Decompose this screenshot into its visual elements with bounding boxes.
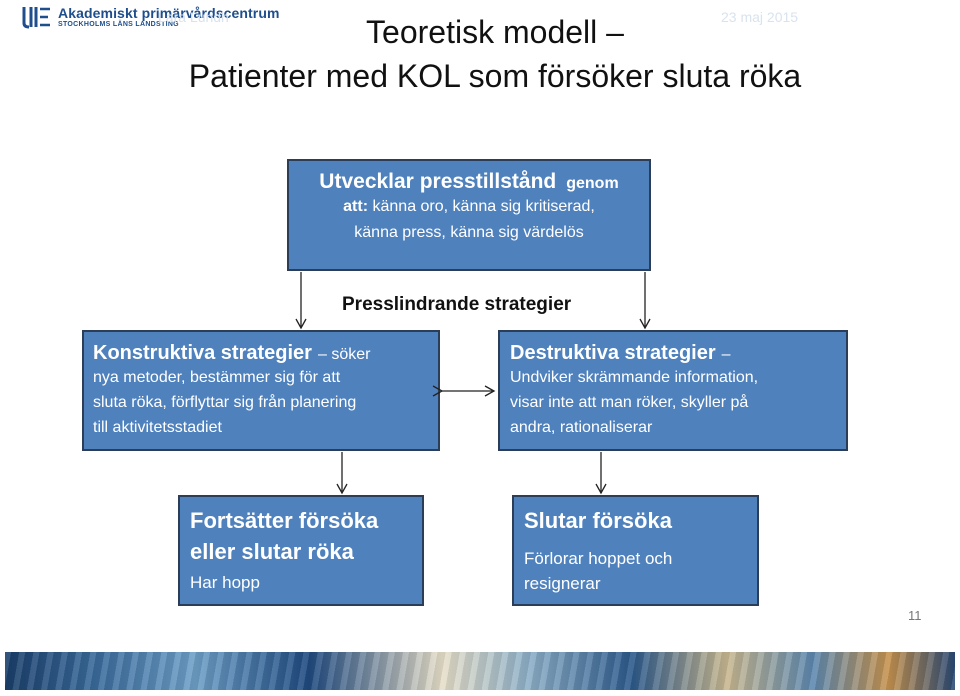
keeps-trying-box: Fortsätter försöka eller slutar röka Har… — [178, 495, 424, 606]
constructive-strategies-heading: Konstruktiva strategier — [93, 342, 312, 364]
stops-trying-box: Slutar försöka Förlorar hoppet och resig… — [512, 495, 759, 606]
constructive-strategies-line: till aktivitetsstadiet — [93, 415, 438, 440]
constructive-strategies-box: Konstruktiva strategier – söker nya metod… — [82, 330, 440, 451]
keeps-trying-sub: Har hopp — [190, 570, 422, 595]
page-number: 11 — [908, 608, 922, 623]
footer-author: Lara Lundh — [158, 9, 229, 25]
title-line-2: Patienter med KOL som försöker sluta rök… — [0, 58, 960, 95]
constructive-strategies-line: sluta röka, förflyttar sig från planerin… — [93, 390, 438, 415]
constructive-strategies-line: nya metoder, bestämmer sig för att — [93, 365, 438, 390]
stops-trying-sub-1: Förlorar hoppet och — [524, 546, 757, 571]
pressure-state-heading: Utvecklar presstillstånd — [319, 170, 556, 193]
destructive-strategies-heading: Destruktiva strategier — [510, 342, 716, 364]
stops-trying-heading: Slutar försöka — [524, 505, 757, 536]
pressure-state-line-1-bold: att: — [343, 198, 368, 215]
destructive-strategies-line: Undviker skrämmande information, — [510, 365, 846, 390]
keeps-trying-heading-1: Fortsätter försöka — [190, 505, 422, 536]
footer-banner — [5, 652, 955, 690]
pressure-state-box: Utvecklar presstillstånd genom att: känna… — [287, 159, 651, 271]
pressure-state-line-1: känna oro, känna sig kritiserad, — [368, 198, 595, 215]
stops-trying-sub-2: resignerar — [524, 571, 757, 596]
destructive-strategies-line: visar inte att man röker, skyller på — [510, 390, 846, 415]
pressure-state-heading-suffix: genom — [566, 175, 618, 192]
destructive-strategies-line: andra, rationaliserar — [510, 415, 846, 440]
constructive-strategies-heading-suffix: – söker — [318, 346, 370, 363]
pressure-relief-strategies-label: Presslindrande strategier — [342, 294, 571, 316]
title-line-1: Teoretisk modell – — [0, 14, 960, 51]
destructive-strategies-box: Destruktiva strategier– Undviker skrämma… — [498, 330, 848, 451]
footer-date: 23 maj 2015 — [721, 9, 798, 25]
destructive-strategies-heading-suffix: – — [722, 346, 731, 363]
pressure-state-line-2: känna press, känna sig värdelös — [289, 220, 649, 246]
keeps-trying-heading-2: eller slutar röka — [190, 536, 422, 567]
